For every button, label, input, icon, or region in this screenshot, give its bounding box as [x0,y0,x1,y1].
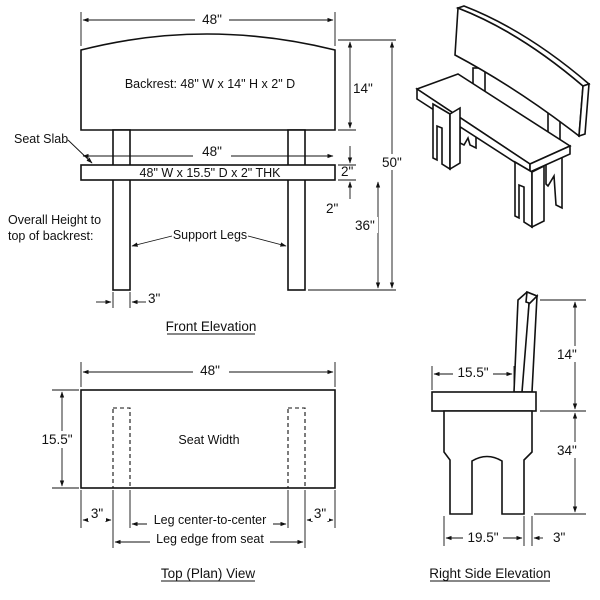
side-backrest-height-label: 14" [557,347,577,362]
leg-center-label: Leg center-to-center [154,513,267,527]
overall-height-label-2: top of backrest: [8,229,93,243]
side-leg-width-label: 3" [553,530,566,545]
top-leg-left-hidden [112,407,131,489]
front-elevation-title: Front Elevation [166,319,257,334]
top-view: Seat Width 48" 15.5" 3" 3" Leg center-to… [40,362,336,582]
top-view-depth-label: 15.5" [41,432,72,447]
seat-thickness-label: 2" [341,164,354,179]
front-elevation: Backrest: 48" W x 14" H x 2" D 48" W x 1… [8,11,406,335]
isometric-view [415,5,591,229]
side-leg-frame [443,410,533,515]
front-backrest [80,33,336,131]
front-seat-slab [80,164,336,181]
top-view-width-label: 48" [200,363,220,378]
backrest-label: Backrest: 48" W x 14" H x 2" D [125,77,295,91]
top-width-label: 48" [202,12,222,27]
front-leg-right [287,129,306,291]
side-seat-depth-label: 15.5" [457,365,488,380]
seat-height-label: 36" [355,218,375,233]
support-legs-label: Support Legs [173,228,247,242]
seat-thickness-below-label: 2" [326,201,339,216]
top-left-offset-label: 3" [91,506,104,521]
top-seat-outline [80,389,336,489]
backrest-height-label: 14" [353,81,373,96]
top-center-label: Seat Width [178,433,239,447]
iso-front-leg-right [514,160,533,229]
seat-slab-label: Seat Slab [14,132,68,146]
side-elevation: 15.5" 14" 34" 19.5" 3" Right Side Elevat… [429,290,586,582]
side-seat [431,391,537,412]
iso-front-leg-left [432,102,451,171]
side-seat-height-label: 34" [557,443,577,458]
leg-edge-label: Leg edge from seat [156,532,264,546]
top-leg-right-hidden [287,407,306,489]
front-leg-left [112,129,131,291]
overall-height-dim-label: 50" [382,155,402,170]
seat-spec-label: 48" W x 15.5" D x 2" THK [140,166,282,180]
overall-height-label-1: Overall Height to [8,213,101,227]
top-view-title: Top (Plan) View [161,566,256,581]
leg-width-label: 3" [148,291,161,306]
seat-width-label: 48" [202,144,222,159]
side-elevation-title: Right Side Elevation [429,566,551,581]
side-base-depth-label: 19.5" [467,530,498,545]
top-right-offset-label: 3" [314,506,327,521]
